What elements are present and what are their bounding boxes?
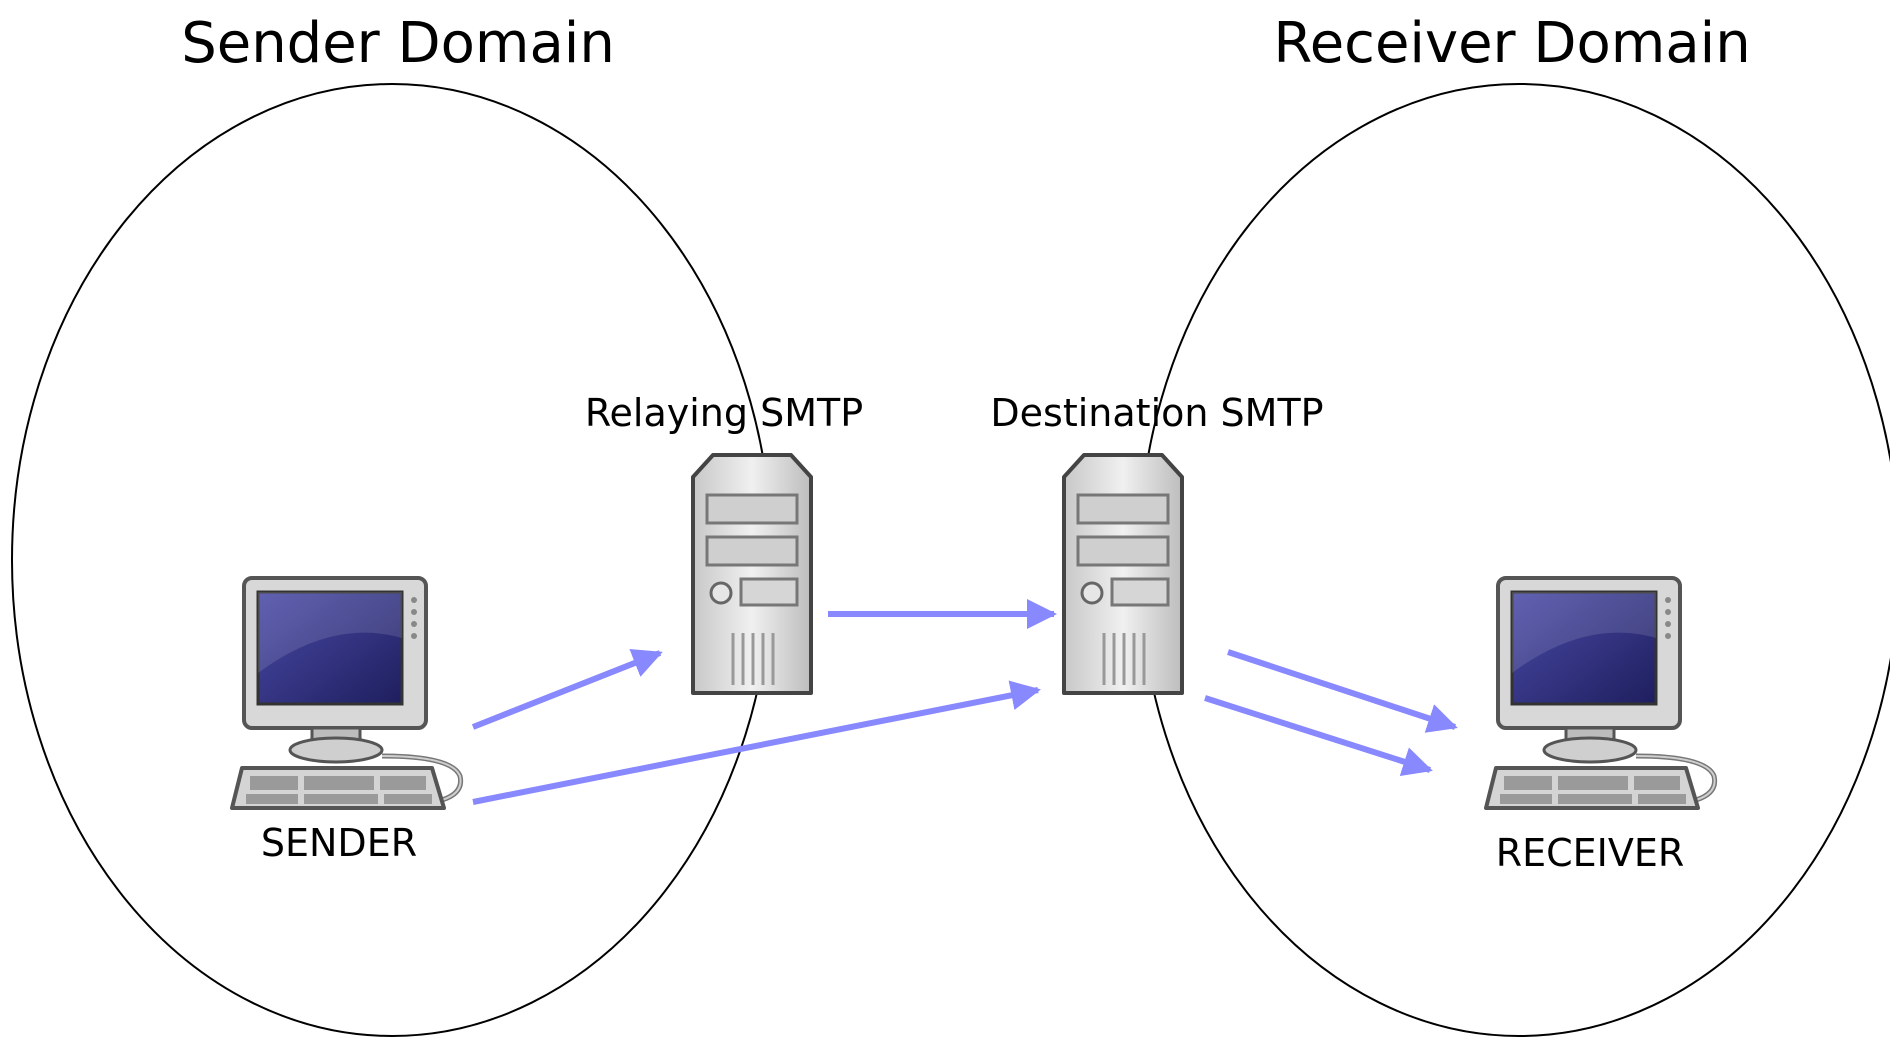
receiver-domain-boundary — [1138, 83, 1890, 1037]
receiver-domain-title: Receiver Domain — [1273, 11, 1750, 76]
destination-smtp-server-icon — [1062, 453, 1184, 695]
sender-computer-icon — [232, 578, 461, 808]
sender-domain-title: Sender Domain — [181, 11, 615, 76]
sender-label: SENDER — [261, 821, 417, 865]
relaying-smtp-label: Relaying SMTP — [585, 391, 863, 435]
sender-domain-boundary — [11, 83, 773, 1037]
arrow-sender-to-destination — [472, 680, 1041, 805]
arrow-destination-to-receiver-lower — [1204, 695, 1433, 777]
arrow-sender-to-relay — [471, 648, 663, 730]
arrow-destination-to-receiver-upper — [1227, 649, 1458, 733]
destination-smtp-label: Destination SMTP — [990, 391, 1323, 435]
receiver-computer-icon — [1486, 578, 1715, 808]
receiver-label: RECEIVER — [1496, 831, 1685, 875]
relaying-smtp-server-icon — [691, 453, 813, 695]
